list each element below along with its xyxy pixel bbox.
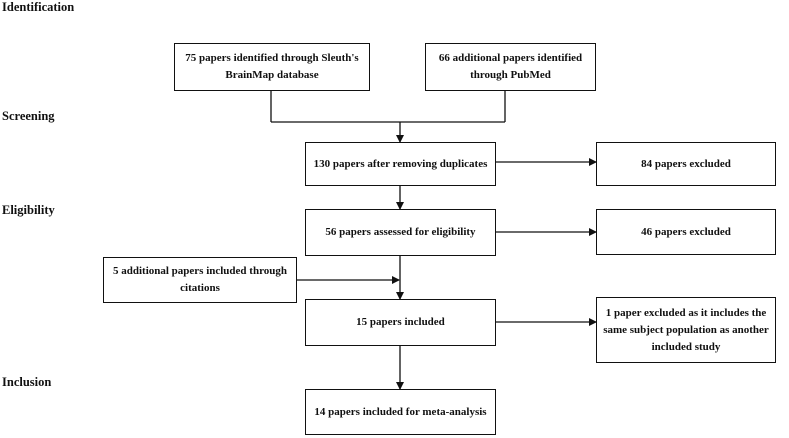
stage-label-identification: Identification [2, 0, 75, 14]
stage-label-inclusion: Inclusion [2, 375, 52, 389]
box-final-meta-analysis: 14 papers included for meta-analysis [305, 389, 496, 435]
box-pubmed-identified: 66 additional papers identified through … [425, 43, 596, 91]
box-excluded-84: 84 papers excluded [596, 142, 776, 186]
box-excluded-46: 46 papers excluded [596, 209, 776, 255]
box-after-duplicates: 130 papers after removing duplicates [305, 142, 496, 186]
box-assessed-eligibility: 56 papers assessed for eligibility [305, 209, 496, 256]
box-excluded-1: 1 paper excluded as it includes the same… [596, 297, 776, 363]
box-included-15: 15 papers included [305, 299, 496, 346]
box-brainmap-identified: 75 papers identified through Sleuth's Br… [174, 43, 370, 91]
stage-label-eligibility: Eligibility [2, 203, 55, 217]
box-citations-included: 5 additional papers included through cit… [103, 257, 297, 303]
stage-label-screening: Screening [2, 109, 55, 123]
